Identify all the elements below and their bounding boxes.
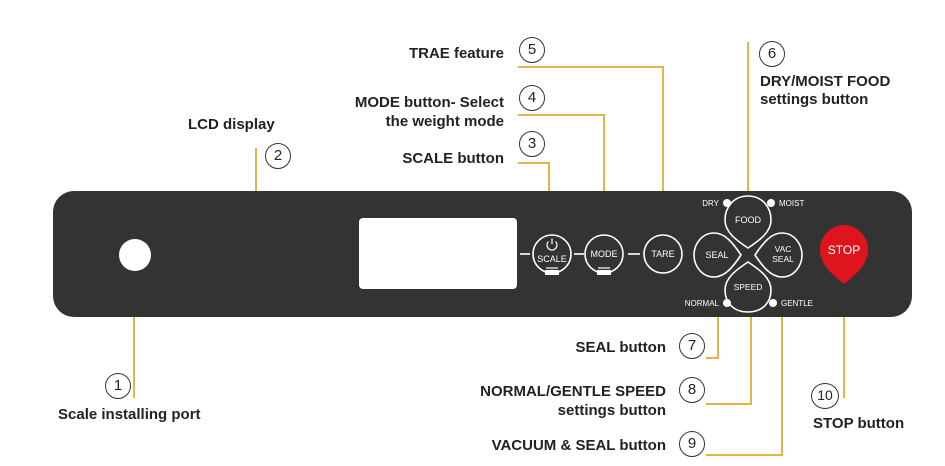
vac-seal-label-line1: VAC <box>775 244 792 254</box>
callout-number-8: 8 <box>679 377 705 403</box>
indicator-dry-label: DRY <box>702 199 719 208</box>
callout-label-1: Scale installing port <box>58 406 201 423</box>
scale-port[interactable] <box>119 239 151 271</box>
power-icon <box>546 241 558 251</box>
indicator-dry: DRY <box>702 199 731 208</box>
tare-button-label: TARE <box>651 249 674 259</box>
indicator-normal: NORMAL <box>685 299 731 308</box>
callout-label-2: LCD display <box>188 116 275 133</box>
callout-label-4-line2: the weight mode <box>385 113 504 130</box>
callout-label-7: SEAL button <box>575 339 666 356</box>
indicator-gentle-label: GENTLE <box>781 299 813 308</box>
callout-number-10: 10 <box>811 383 839 409</box>
food-button-label: FOOD <box>735 215 761 225</box>
lcd-display <box>359 218 517 289</box>
callout-number-6: 6 <box>759 41 785 67</box>
seal-button-label: SEAL <box>705 250 728 260</box>
callout-number-7: 7 <box>679 333 705 359</box>
mode-weight-icon <box>597 267 611 275</box>
callout-label-3: SCALE button <box>402 150 504 167</box>
leader-line-9 <box>706 272 783 456</box>
callout-label-10: STOP button <box>813 415 905 432</box>
callout-number-2: 2 <box>265 143 291 169</box>
seal-button[interactable]: SEAL <box>693 232 742 278</box>
mode-button[interactable]: MODE <box>584 234 624 275</box>
callout-label-9: VACUUM & SEAL button <box>491 437 666 454</box>
callout-label-6-line1: DRY/MOIST FOOD <box>760 73 891 90</box>
callout-number-9: 9 <box>679 431 705 457</box>
speed-button[interactable]: SPEED <box>724 261 772 313</box>
indicator-moist-label: MOIST <box>779 199 804 208</box>
scale-weight-icon <box>545 267 559 275</box>
indicator-moist: MOIST <box>767 199 804 208</box>
speed-button-label: SPEED <box>734 282 763 292</box>
scale-button[interactable]: SCALE <box>532 234 572 275</box>
callout-label-4-line1: MODE button- Select <box>354 94 504 111</box>
scale-button-label: SCALE <box>537 254 567 264</box>
tare-button[interactable]: TARE <box>643 234 683 274</box>
leader-line-8 <box>706 300 752 405</box>
leader-lines <box>133 42 845 456</box>
vac-seal-button[interactable]: VAC SEAL <box>754 232 803 278</box>
callout-number-4: 4 <box>519 85 545 111</box>
indicator-gentle: GENTLE <box>769 299 813 308</box>
callout-label-5: TRAE feature <box>408 45 504 62</box>
stop-button-label: STOP <box>828 243 860 257</box>
indicator-normal-label: NORMAL <box>685 299 720 308</box>
stop-button[interactable]: STOP <box>820 225 868 284</box>
callout-number-3: 3 <box>519 131 545 157</box>
callout-number-1: 1 <box>105 373 131 399</box>
callout-number-5: 5 <box>519 37 545 63</box>
food-button[interactable]: FOOD <box>724 195 772 249</box>
leader-line-5 <box>518 66 664 233</box>
mode-button-label: MODE <box>591 249 618 259</box>
callout-label-8-line2: settings button <box>557 402 666 419</box>
vac-seal-label-line2: SEAL <box>772 254 794 264</box>
callout-label-8-line1: NORMAL/GENTLE SPEED <box>480 383 666 400</box>
callout-label-6-line2: settings button <box>760 91 869 108</box>
